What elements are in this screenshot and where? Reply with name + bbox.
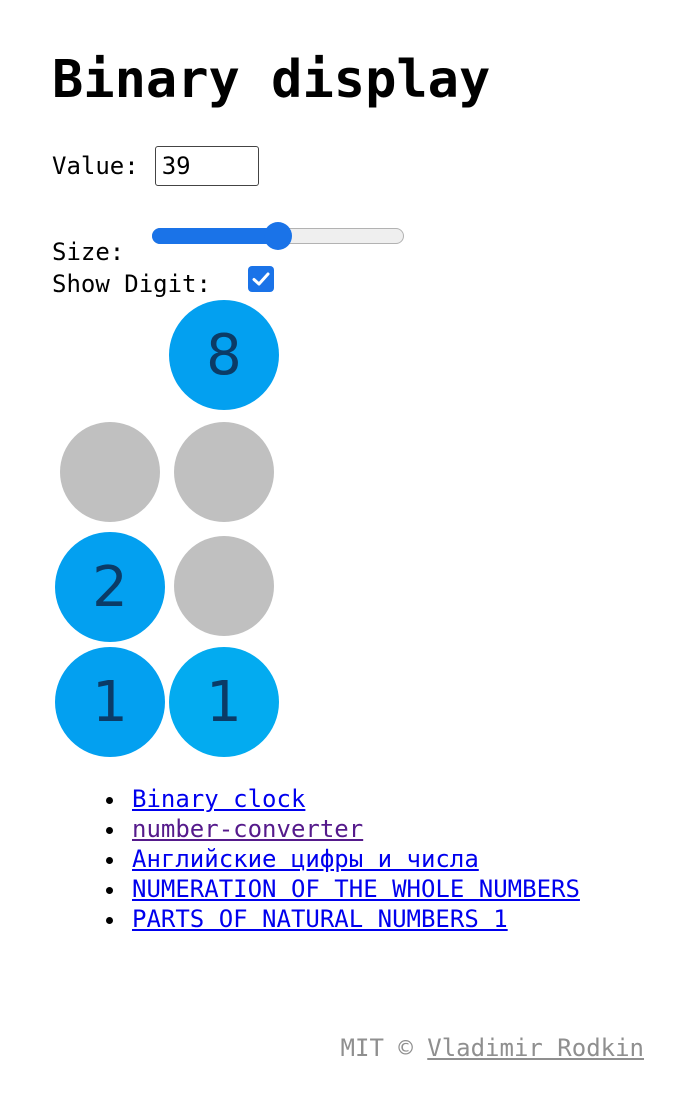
bit-64 [60, 422, 160, 522]
link-binary-clock[interactable]: Binary clock [132, 785, 306, 813]
list-item: NUMERATION OF THE WHOLE NUMBERS [106, 874, 580, 904]
footer: MIT © Vladimir Rodkin [341, 1034, 644, 1062]
binary-grid: 8 2 1 1 [55, 300, 285, 760]
bit-2 [174, 536, 274, 636]
value-input[interactable] [154, 146, 259, 186]
size-row: Size: [52, 222, 124, 266]
bit-1: 1 [169, 647, 279, 757]
show-digit-row: Show Digit: [52, 264, 211, 304]
size-slider-fill [152, 228, 278, 244]
footer-author-link[interactable]: Vladimir Rodkin [427, 1034, 644, 1062]
related-links-list: Binary clock number-converter Английские… [106, 784, 580, 934]
footer-license: MIT © [340, 1034, 413, 1062]
link-number-converter[interactable]: number-converter [132, 815, 364, 843]
bit-32: 2 [55, 532, 165, 642]
bit-32-digit: 2 [92, 554, 128, 620]
bit-8-digit: 8 [206, 322, 242, 388]
bit-1-digit: 1 [206, 669, 242, 735]
list-item: number-converter [106, 814, 580, 844]
link-english-numbers[interactable]: Английские цифры и числа [132, 845, 479, 873]
size-label: Size: [52, 238, 125, 266]
bit-16: 1 [55, 647, 165, 757]
value-row: Value: [52, 146, 259, 186]
link-numeration[interactable]: NUMERATION OF THE WHOLE NUMBERS [132, 875, 580, 903]
value-label: Value: [52, 152, 139, 180]
size-slider[interactable] [150, 222, 406, 250]
bit-16-digit: 1 [92, 669, 128, 735]
list-item: Binary clock [106, 784, 580, 814]
show-digit-checkbox[interactable] [248, 266, 274, 292]
bit-8: 8 [169, 300, 279, 410]
show-digit-label: Show Digit: [52, 270, 211, 298]
page-title: Binary display [52, 50, 491, 110]
bit-4 [174, 422, 274, 522]
list-item: PARTS OF NATURAL NUMBERS 1 [106, 904, 580, 934]
check-icon [252, 272, 270, 286]
size-slider-thumb[interactable] [264, 222, 292, 250]
list-item: Английские цифры и числа [106, 844, 580, 874]
link-parts-natural-numbers[interactable]: PARTS OF NATURAL NUMBERS 1 [132, 905, 508, 933]
